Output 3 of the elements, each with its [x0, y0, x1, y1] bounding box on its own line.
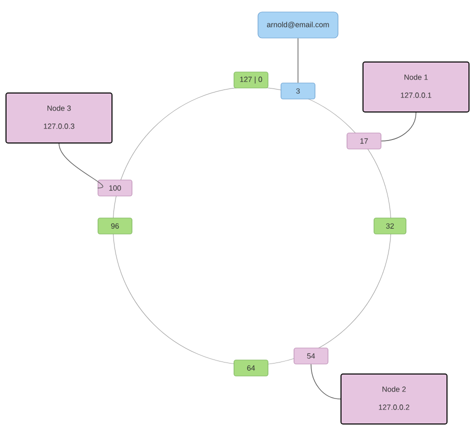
connector-line	[58, 143, 104, 188]
connector-line	[310, 364, 341, 400]
connector-line	[380, 112, 416, 142]
